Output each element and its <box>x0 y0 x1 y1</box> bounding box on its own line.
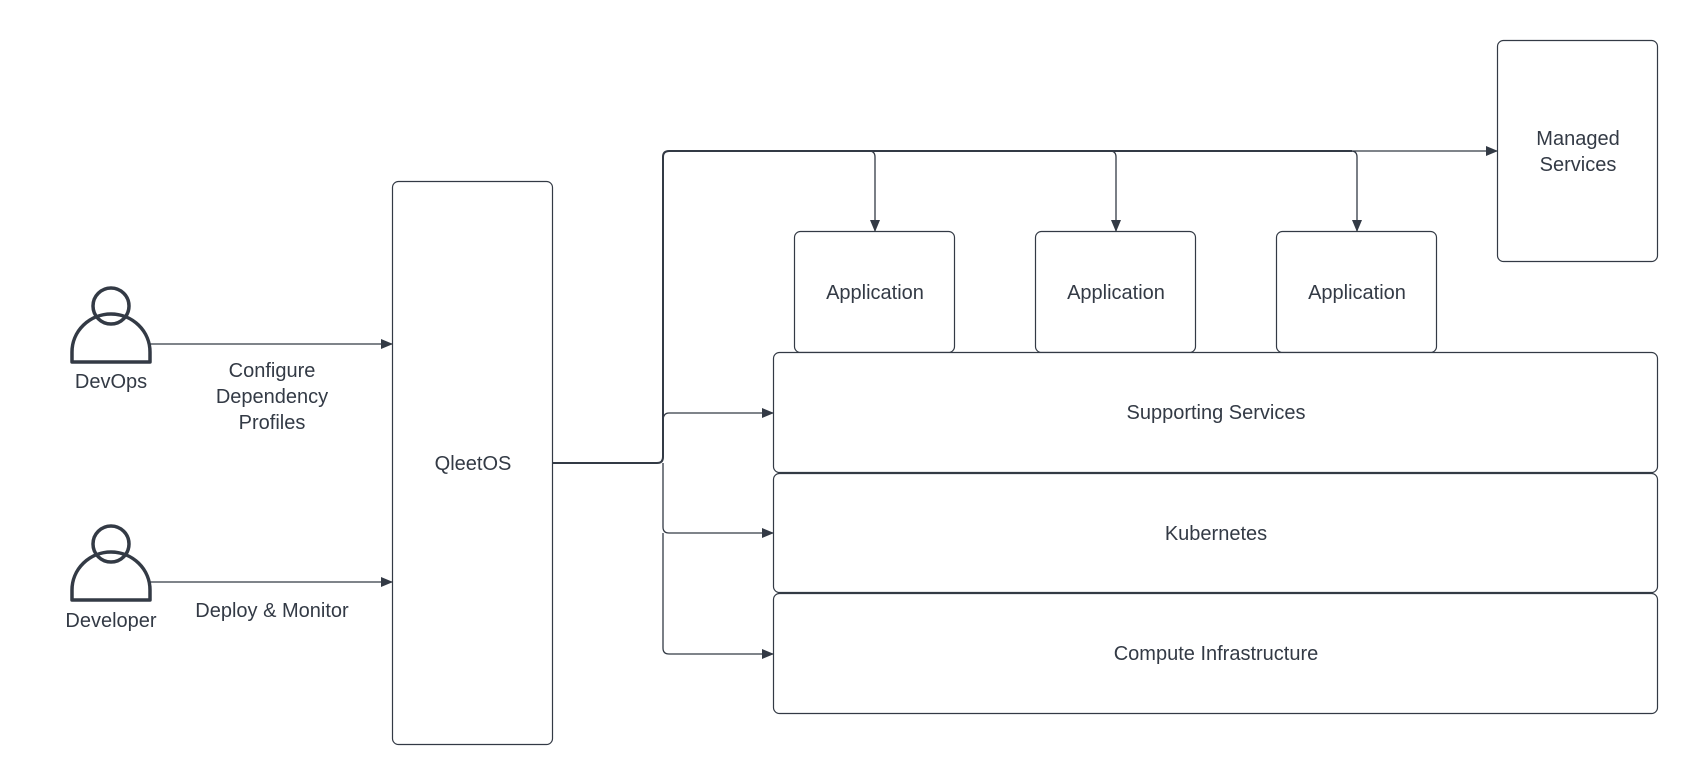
application-label-1: Application <box>826 281 924 304</box>
devops-person-icon <box>70 286 152 364</box>
to-compute-infrastructure-arrow <box>662 533 774 659</box>
supporting-services-label: Supporting Services <box>1126 402 1306 424</box>
managed-services-label-line-2: Services <box>1539 153 1617 176</box>
kubernetes-label: Kubernetes <box>1164 522 1268 545</box>
compute-infrastructure-label: Compute Infrastructure <box>1113 643 1319 665</box>
devops-edge-label: Configure Dependency Profiles <box>182 358 362 436</box>
to-application-3-arrow <box>1350 150 1362 232</box>
to-application-1-arrow <box>868 150 880 232</box>
devops-edge-label-line-2: Dependency <box>215 386 329 408</box>
platform-label: QleetOS <box>434 452 512 475</box>
to-kubernetes-arrow <box>662 463 774 538</box>
developer-person-icon <box>70 524 152 602</box>
to-supporting-services-arrow <box>662 408 774 422</box>
managed-services-label: Managed Services <box>1498 41 1658 262</box>
to-application-2-arrow <box>1109 150 1121 232</box>
platform-box <box>391 180 554 746</box>
managed-services-label-line-1: Managed <box>1536 127 1620 150</box>
developer-label: Developer <box>65 610 157 632</box>
application-label-3: Application <box>1308 281 1406 304</box>
devops-label: DevOps <box>74 371 148 393</box>
platform-trunk-connector <box>553 150 1352 464</box>
devops-edge-label-line-3: Profiles <box>238 412 306 434</box>
devops-edge-label-line-1: Configure <box>228 360 316 382</box>
application-label-2: Application <box>1067 281 1165 304</box>
developer-edge-label: Deploy & Monitor <box>195 600 349 622</box>
